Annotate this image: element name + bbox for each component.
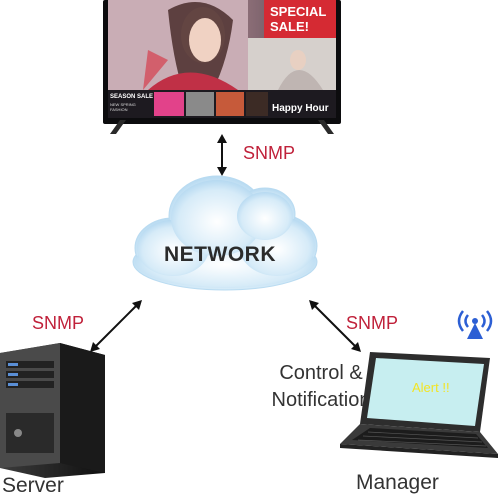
special-sale-banner: SPECIAL SALE! <box>264 0 336 38</box>
manager-label: Manager <box>356 471 439 494</box>
server-label: Server <box>2 474 64 497</box>
laptop-icon <box>340 352 498 458</box>
snmp-label-display: SNMP <box>243 143 296 163</box>
snmp-label-manager: SNMP <box>346 313 399 333</box>
server-icon <box>0 343 105 478</box>
model-photo-art <box>108 0 336 118</box>
tv-screen: SPECIAL SALE! SEASON SALE NEW SPRING FAS… <box>108 0 336 118</box>
alert-message: Alert !! <box>412 380 450 395</box>
display-network-arrow <box>217 134 227 176</box>
tv-stand-left <box>110 120 126 134</box>
season-sale-subtitle: NEW SPRING FASHION <box>110 102 136 112</box>
wireless-signal-icon <box>457 310 493 339</box>
server-network-arrow <box>90 300 142 352</box>
network-cloud <box>132 175 318 291</box>
control-notification-label: Control & Notification <box>256 360 386 414</box>
manager-network-arrow <box>309 300 361 352</box>
network-label: NETWORK <box>164 243 276 266</box>
happy-hour-label: Happy Hour <box>272 103 329 114</box>
snmp-label-server: SNMP <box>32 313 85 333</box>
control-line: Control & <box>279 362 363 384</box>
season-sale-title: SEASON SALE <box>110 94 154 100</box>
notification-line: Notification <box>271 389 371 411</box>
tv-stand-right <box>318 120 334 134</box>
